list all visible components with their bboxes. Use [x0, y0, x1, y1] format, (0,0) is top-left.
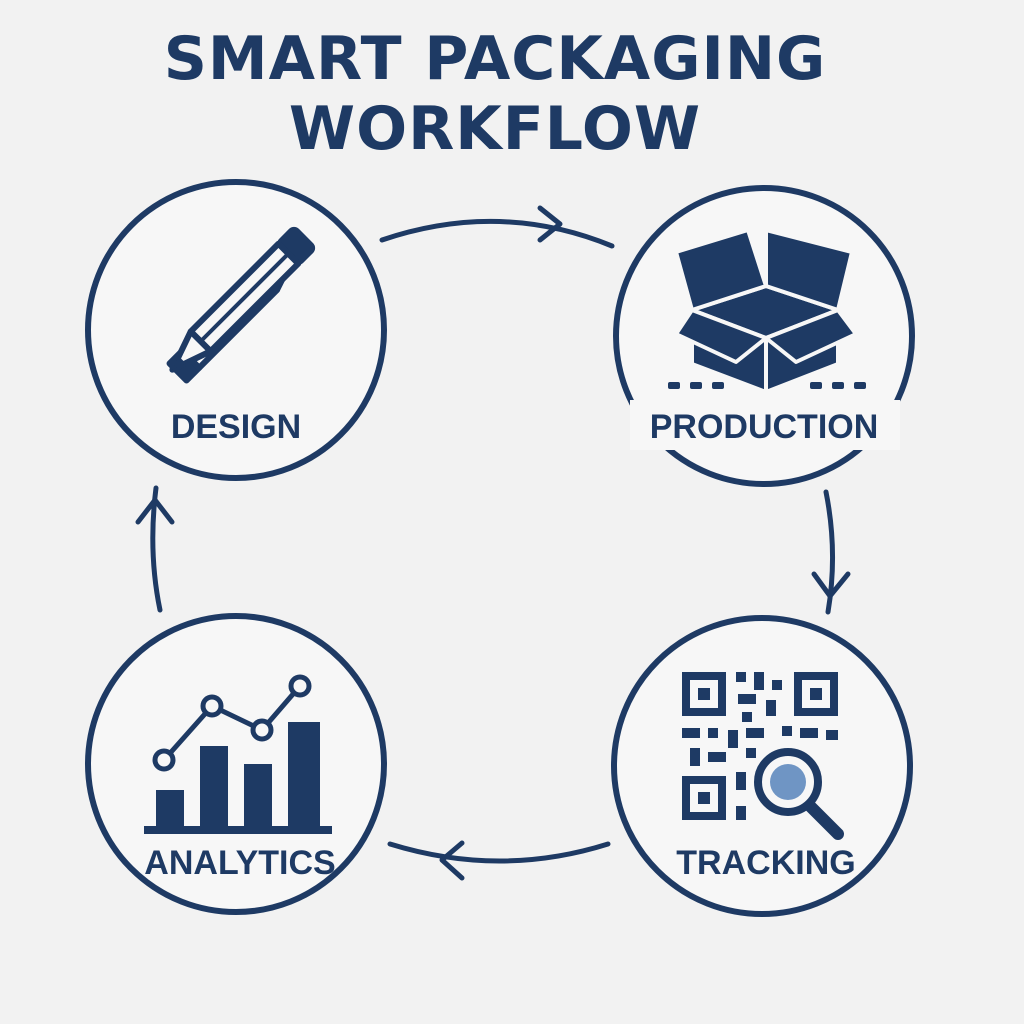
node-tracking: TRACKING — [611, 615, 913, 917]
title-line-1: SMART PACKAGING — [163, 24, 827, 94]
arrow-tracking-to-analytics — [387, 840, 611, 881]
node-production: PRODUCTION — [613, 185, 915, 487]
page-title: SMART PACKAGING WORKFLOW — [0, 24, 990, 164]
dotted-line — [668, 382, 866, 389]
magnifier-icon — [754, 748, 844, 840]
flow-arrows — [135, 205, 851, 881]
qr-code-icon — [682, 672, 838, 820]
node-analytics-label: ANALYTICS — [144, 844, 335, 882]
node-design: DESIGN — [85, 179, 387, 481]
box-icon — [674, 228, 858, 394]
arrow-production-to-tracking — [811, 489, 851, 615]
node-analytics: ANALYTICS — [85, 613, 387, 915]
arrow-design-to-production — [379, 205, 615, 249]
bar-chart-icon — [144, 674, 332, 834]
arrow-analytics-to-design — [135, 485, 175, 613]
node-production-label: PRODUCTION — [650, 408, 879, 446]
node-design-label: DESIGN — [171, 408, 301, 446]
title-line-2: WORKFLOW — [288, 94, 702, 164]
node-tracking-label: TRACKING — [676, 844, 855, 882]
pencil-icon — [166, 226, 316, 384]
